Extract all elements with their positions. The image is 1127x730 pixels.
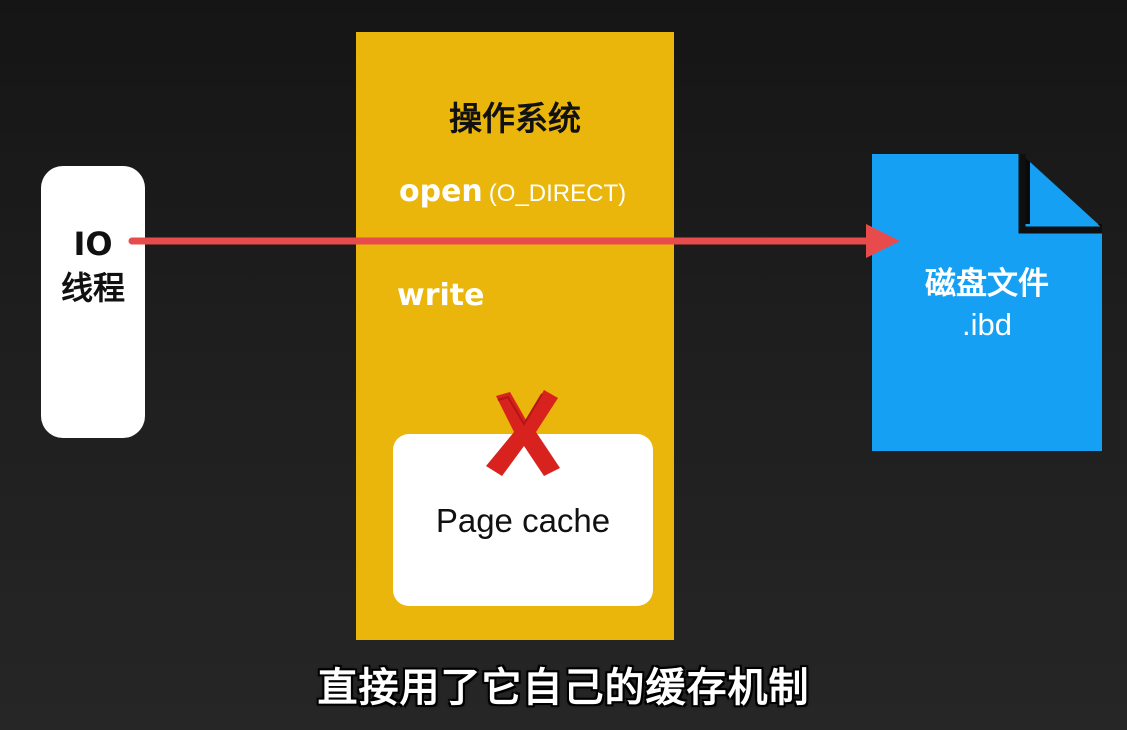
open-keyword: open xyxy=(399,174,483,209)
open-call: open(O_DIRECT) xyxy=(399,174,626,209)
open-argument: (O_DIRECT) xyxy=(488,180,627,207)
disk-file-extension: .ibd xyxy=(962,307,1012,342)
page-cache-box xyxy=(393,434,653,606)
io-thread-label-line2: 线程 xyxy=(60,269,125,307)
write-keyword: write xyxy=(397,278,485,313)
page-cache-label: Page cache xyxy=(435,502,611,539)
io-thread-label-line1: IO xyxy=(73,225,113,263)
disk-file-name: 磁盘文件 xyxy=(925,266,1049,302)
io-thread-label: IO 线程 xyxy=(41,222,145,310)
os-title: 操作系统 xyxy=(449,99,581,138)
x-mark-icon xyxy=(486,390,560,476)
io-thread-box xyxy=(41,166,145,438)
subtitle-caption: 直接用了它自己的缓存机制 xyxy=(317,665,810,711)
